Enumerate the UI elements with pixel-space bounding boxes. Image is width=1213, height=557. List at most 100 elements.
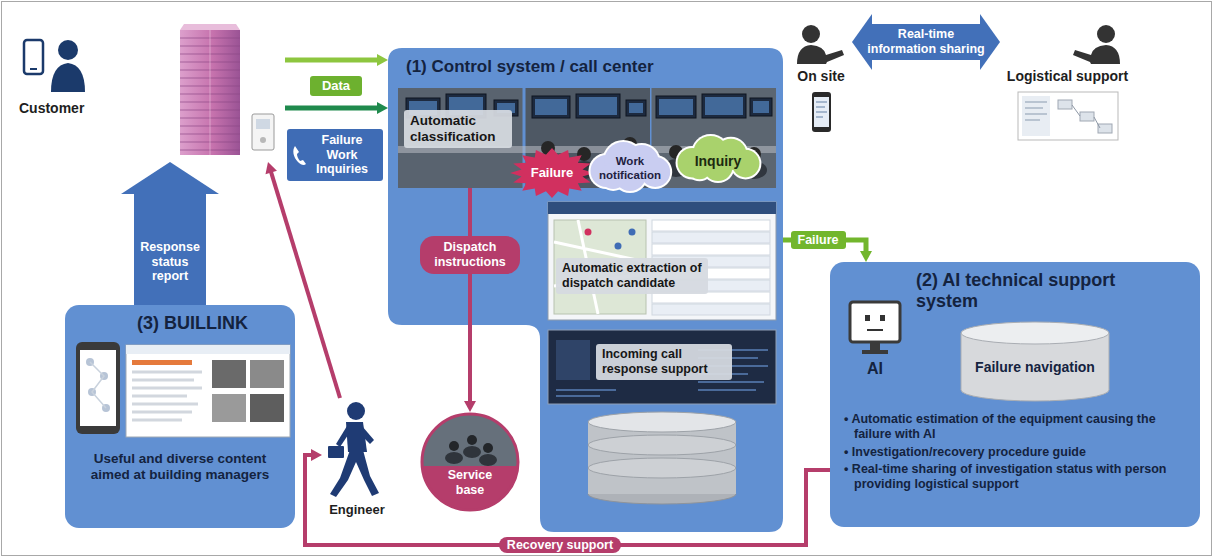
text-slot: • Automatic estimation of the equipment …	[844, 412, 1190, 442]
connector	[305, 449, 830, 545]
building-illustration	[180, 38, 240, 150]
panel-outline	[388, 48, 783, 532]
support-screenshot	[1018, 92, 1118, 140]
smartphone-screen	[812, 92, 831, 132]
person-icon	[1073, 25, 1120, 64]
app-phone-screenshot	[76, 342, 120, 434]
edge-label-text: Failure Work Inquiries	[310, 133, 374, 177]
support-screenshot	[1058, 100, 1072, 109]
engineer-figure	[360, 426, 374, 444]
intercom-device	[256, 119, 270, 129]
screenshot-frame	[548, 330, 776, 404]
smartphone-screen	[812, 92, 831, 132]
map-pin	[585, 229, 592, 236]
monitor-mouth	[867, 329, 883, 331]
edge-label-text: Response status report	[136, 240, 204, 284]
text-slot: AI	[846, 360, 904, 379]
node-title: Automatic classification	[404, 110, 512, 148]
screen-part	[629, 103, 643, 113]
connector-line	[305, 455, 830, 545]
photo-part	[398, 88, 523, 188]
monitor-stand	[862, 350, 888, 354]
screenshot-box: Automatic extraction of dispatch candida…	[548, 202, 776, 320]
node-text: • Real-time sharing of investigation sta…	[844, 462, 1190, 492]
node-title: Failure	[520, 165, 584, 180]
node-text: • Automatic estimation of the equipment …	[844, 412, 1190, 442]
smartphone-screen	[814, 97, 829, 127]
block-arrow-body	[134, 193, 206, 305]
text-slot: Inquiry	[680, 153, 756, 170]
text-slot: (3) BUILLINK	[137, 313, 287, 334]
connector-line	[271, 172, 340, 398]
person-part	[449, 441, 459, 451]
work-cloud: Work notification	[588, 142, 672, 192]
connector-line	[285, 106, 378, 111]
monitor-part	[702, 94, 746, 118]
text-slot: Useful and diverse content aimed at buil…	[73, 451, 287, 483]
edge-label-text: Failure	[798, 233, 839, 248]
connector	[265, 162, 340, 398]
edge-label-text: Data	[322, 78, 350, 93]
arrow-label: Response status report	[135, 240, 205, 284]
person-part	[463, 446, 481, 458]
text-slot: (1) Control system / call center	[406, 57, 766, 77]
support-screenshot	[1025, 102, 1047, 120]
person-icon	[51, 40, 85, 92]
person-icon	[797, 25, 844, 64]
text-slot: Service base	[438, 468, 502, 498]
support-screenshot	[1018, 92, 1118, 140]
support-screenshot	[1072, 105, 1100, 128]
person-group: On site	[790, 24, 852, 144]
burst-outline	[510, 148, 594, 198]
person-icon	[1097, 25, 1115, 43]
arrow-head	[311, 449, 322, 461]
app-phone-screenshot	[80, 350, 116, 426]
circle-outline	[422, 414, 518, 510]
arrow-head	[265, 162, 276, 174]
text-slot: Automatic classification	[404, 110, 512, 148]
text-slot: Failure	[520, 165, 584, 180]
engineer-figure	[330, 450, 379, 497]
person-part	[483, 443, 493, 453]
connector	[285, 54, 388, 66]
table-row	[652, 304, 770, 315]
service-base-circle-outline	[420, 412, 520, 512]
screen-block	[556, 340, 590, 380]
person-part	[467, 435, 477, 445]
phone-icon	[293, 146, 306, 165]
connector	[852, 14, 1000, 70]
web-portal-screenshot	[126, 345, 290, 354]
person-icon	[51, 63, 85, 92]
screenshot-frame	[548, 202, 776, 320]
data-tag: Data	[310, 76, 362, 95]
support-screenshot	[1098, 124, 1112, 133]
engineer-figure	[328, 446, 344, 458]
ai-monitor: AI	[846, 300, 904, 396]
node-title: Incoming call response support	[596, 344, 732, 380]
table-row	[652, 220, 770, 231]
edge-label-text: Real-time information sharing	[863, 27, 989, 57]
building-illustration	[180, 24, 240, 30]
screen-part	[705, 97, 743, 115]
screen-part	[579, 97, 617, 115]
intercom-device	[260, 137, 266, 143]
edge-label-text: Dispatch instructions	[426, 240, 514, 270]
connector	[783, 240, 872, 262]
edge-label: Recovery support	[499, 537, 621, 554]
monitor-stand	[870, 343, 880, 350]
text-slot: On site	[790, 68, 852, 85]
database-part	[588, 458, 736, 478]
database-cylinder: Failure navigation	[960, 322, 1110, 402]
node-text: Useful and diverse content aimed at buil…	[73, 451, 287, 483]
monitor-part	[626, 100, 646, 116]
node-title: Failure navigation	[968, 359, 1102, 376]
node-title: Logistical support	[1000, 68, 1135, 85]
support-screenshot	[1080, 112, 1094, 121]
node-title: Inquiry	[680, 153, 756, 170]
database-part	[588, 422, 736, 494]
text-slot: Incoming call response support	[596, 344, 732, 380]
monitor-part	[576, 94, 620, 118]
database-part	[588, 412, 736, 432]
engineer-group: Engineer	[322, 398, 392, 524]
arrow-head	[464, 401, 476, 412]
